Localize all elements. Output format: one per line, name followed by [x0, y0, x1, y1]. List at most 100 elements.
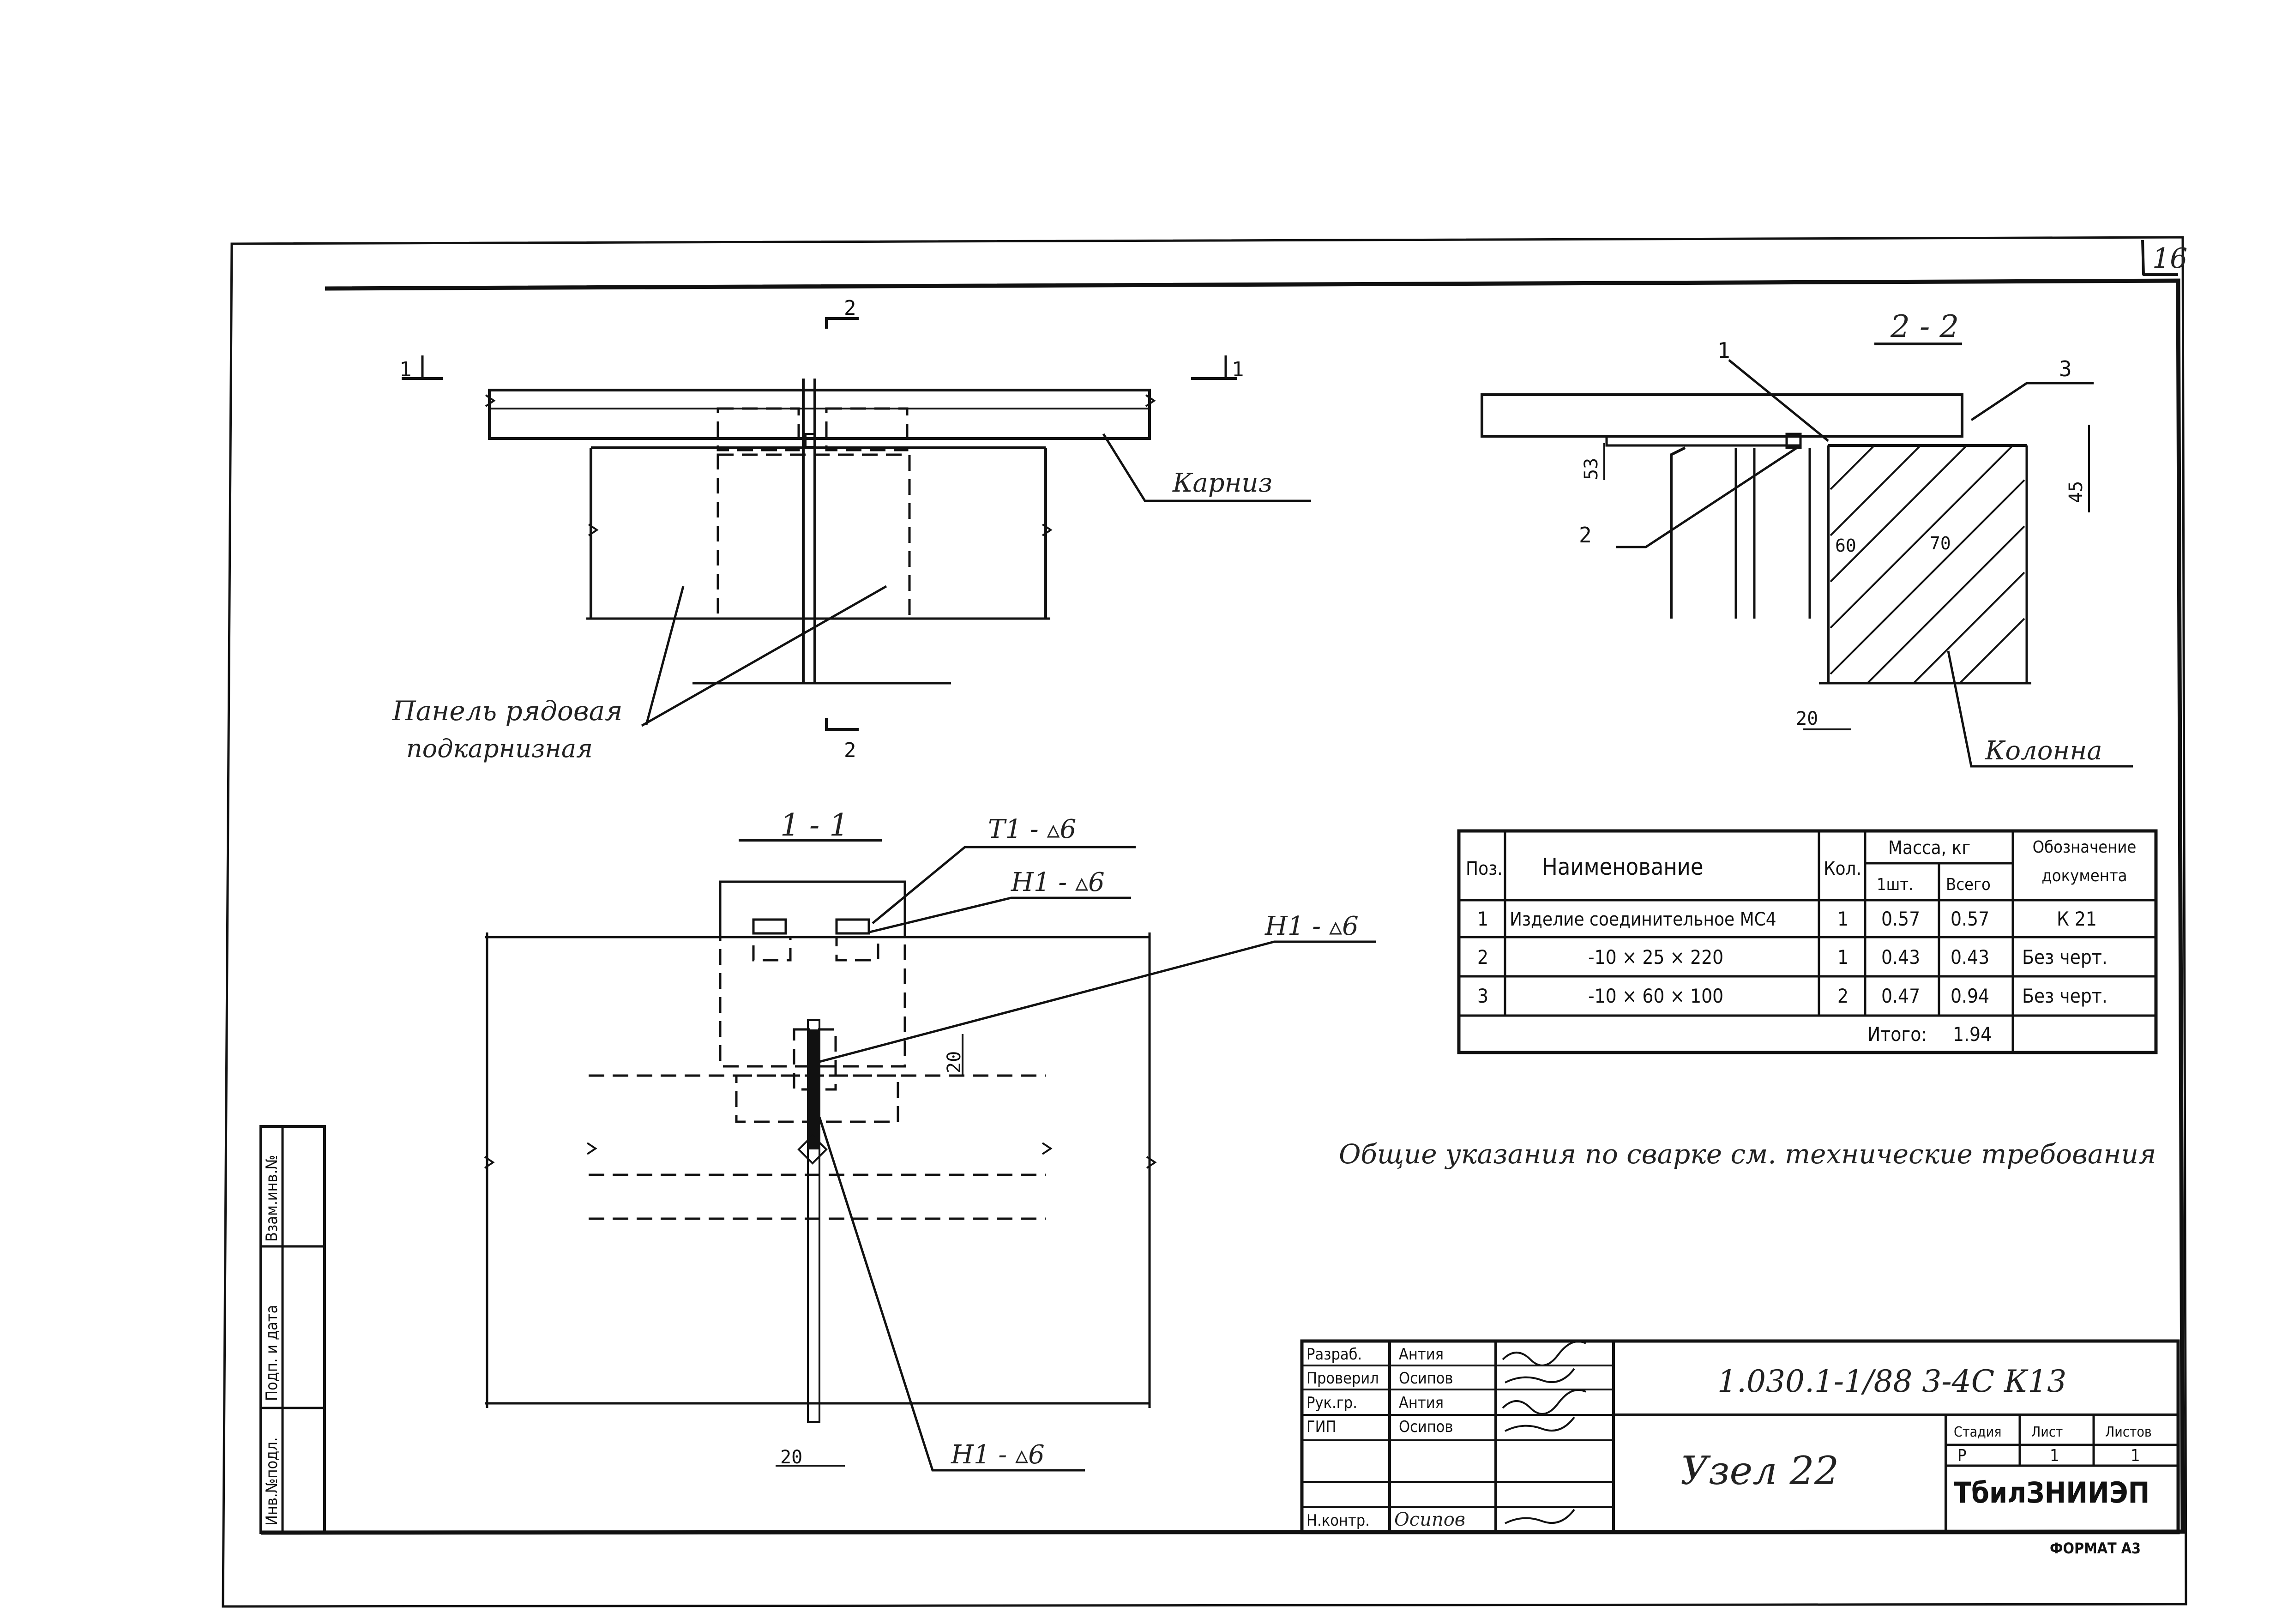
row2-pos: 2	[1477, 946, 1488, 968]
name-1: Осипов	[1399, 1369, 1453, 1388]
sheets-value: 1	[2131, 1446, 2140, 1465]
th-mass-total: Всего	[1946, 875, 1991, 894]
weld-n1-label-a: Н1 - ▵6	[1011, 867, 1105, 897]
spec-table-frame	[1457, 829, 2158, 1054]
row3-doc: Без черт.	[2022, 985, 2107, 1007]
break-mark	[1042, 1142, 1053, 1155]
label-karniz: Карниз	[1172, 468, 1272, 498]
plan-view: 2 2 1 1 Карниз Панель рядовая подкарнизн…	[392, 296, 1311, 763]
dim-20-vertical-label: 20	[944, 1051, 965, 1073]
break-mark	[1042, 523, 1053, 536]
dim-45: 45	[2065, 481, 2087, 503]
label-panel-line1: Панель рядовая	[392, 695, 623, 727]
cornice-slab	[488, 389, 1151, 440]
format-label: ФОРМАТ А3	[2050, 1540, 2141, 1557]
role-0: Разраб.	[1307, 1345, 1362, 1364]
pos-2-label: 2	[1579, 523, 1592, 547]
hidden-plate-right	[835, 936, 879, 962]
th-name: Наименование	[1542, 854, 1704, 880]
weld-n1-label-b: Н1 - ▵6	[1264, 911, 1359, 941]
section-2-cut-top	[825, 317, 859, 329]
cornice-block	[719, 880, 906, 937]
side-stamp-inv: Инв.№подл.	[263, 1437, 281, 1526]
hidden-column-outline	[716, 453, 911, 620]
section-2-2: 2 - 2 53 45 60 70	[1481, 309, 2133, 768]
label-panel-line2: подкарнизная	[406, 734, 593, 763]
row1-doc: К 21	[2057, 908, 2097, 930]
break-mark	[1146, 1156, 1157, 1169]
section-2-cut-bottom	[825, 718, 859, 731]
th-qty: Кол.	[1824, 858, 1861, 879]
stage-value: Р	[1957, 1446, 1967, 1465]
th-mass: Масса, кг	[1888, 837, 1970, 859]
sheets-label: Листов	[2105, 1424, 2152, 1440]
pos-1-label: 1	[1717, 338, 1730, 363]
connection-plate	[805, 433, 816, 448]
row2-total: 0.43	[1951, 946, 1989, 968]
dim-60: 60	[1835, 535, 1856, 556]
section-plate-end	[1785, 433, 1802, 449]
outer-sheet-border	[222, 236, 2187, 1608]
pos-3-label: 3	[2059, 356, 2072, 381]
label-kolonna: Колонна	[1985, 736, 2102, 766]
row3-qty: 2	[1837, 985, 1848, 1007]
section-1-mark-right: 1	[1232, 358, 1244, 381]
side-stamp-sign: Подп. и дата	[263, 1305, 281, 1401]
leader-kolonna	[1947, 650, 2133, 768]
sheet-value: 1	[2050, 1446, 2059, 1465]
break-mark	[588, 523, 599, 536]
hidden-cornice-below	[719, 936, 906, 1068]
row1-name: Изделие соединительное МС4	[1510, 909, 1776, 930]
name-2: Антия	[1399, 1394, 1444, 1412]
th-mass-one: 1шт.	[1877, 875, 1913, 894]
th-doc: Обозначение документа	[2032, 838, 2137, 885]
stage-label: Стадия	[1954, 1424, 2002, 1440]
name-3: Осипов	[1399, 1418, 1453, 1436]
sheet-number: 16	[2152, 242, 2187, 275]
section-1-1-title: 1 - 1	[780, 807, 849, 843]
side-stamp-vzam: Взам.инв.№	[263, 1155, 281, 1242]
role-1: Проверил	[1307, 1369, 1379, 1388]
hidden-plate-left	[752, 936, 792, 962]
section-1-1: 1 - 1 20 20 Т1 - ▵6	[484, 807, 1376, 1472]
sheet-label: Лист	[2031, 1424, 2063, 1440]
th-doc-box: Обозначение документа	[2032, 838, 2137, 885]
total-value: 1.94	[1953, 1023, 1992, 1046]
title-block: Разраб. Проверил Рук.гр. ГИП Н.контр. Ан…	[1300, 1339, 2180, 1534]
row1-one: 0.57	[1881, 908, 1920, 930]
signatures	[1502, 1341, 1586, 1524]
break-mark	[484, 1156, 495, 1169]
role-6: Н.контр.	[1307, 1511, 1370, 1530]
leader-karniz	[1102, 433, 1311, 502]
row2-qty: 1	[1837, 946, 1848, 968]
dim-20-bottom: 20	[780, 1447, 802, 1468]
hidden-embed-left	[716, 407, 800, 451]
leader-pos-3	[1970, 382, 2094, 421]
row3-one: 0.47	[1881, 985, 1920, 1007]
panel-profile-outer	[1670, 446, 1686, 619]
role-3: ГИП	[1307, 1418, 1337, 1436]
break-mark	[485, 394, 496, 407]
weld-n1-label-c: Н1 - ▵6	[951, 1440, 1045, 1470]
row3-pos: 3	[1477, 985, 1488, 1007]
name-0: Антия	[1399, 1345, 1444, 1364]
organization: ТбилЗНИИЭП	[1954, 1476, 2149, 1510]
hidden-embed-right	[825, 407, 909, 451]
leader-panel-1	[645, 586, 685, 725]
title-block-frame	[1300, 1339, 2180, 1534]
leader-pos-2	[1616, 444, 1801, 548]
joint-strip	[807, 1019, 820, 1423]
role-2: Рук.гр.	[1307, 1394, 1357, 1412]
rhombus-marker	[797, 1134, 828, 1165]
row1-qty: 1	[1837, 908, 1848, 930]
leader-weld-n1-c	[818, 1117, 1085, 1472]
row2-name: -10 × 25 × 220	[1588, 946, 1723, 968]
dim-20-section: 20	[1796, 708, 1818, 729]
leader-weld-n1-b	[819, 940, 1376, 1063]
side-stamp-frame	[259, 1125, 326, 1534]
column-hatch	[1830, 445, 2025, 684]
section-1-mark-left: 1	[399, 358, 412, 381]
section-2-mark-top: 2	[844, 296, 856, 320]
dim-53: 53	[1581, 458, 1602, 480]
